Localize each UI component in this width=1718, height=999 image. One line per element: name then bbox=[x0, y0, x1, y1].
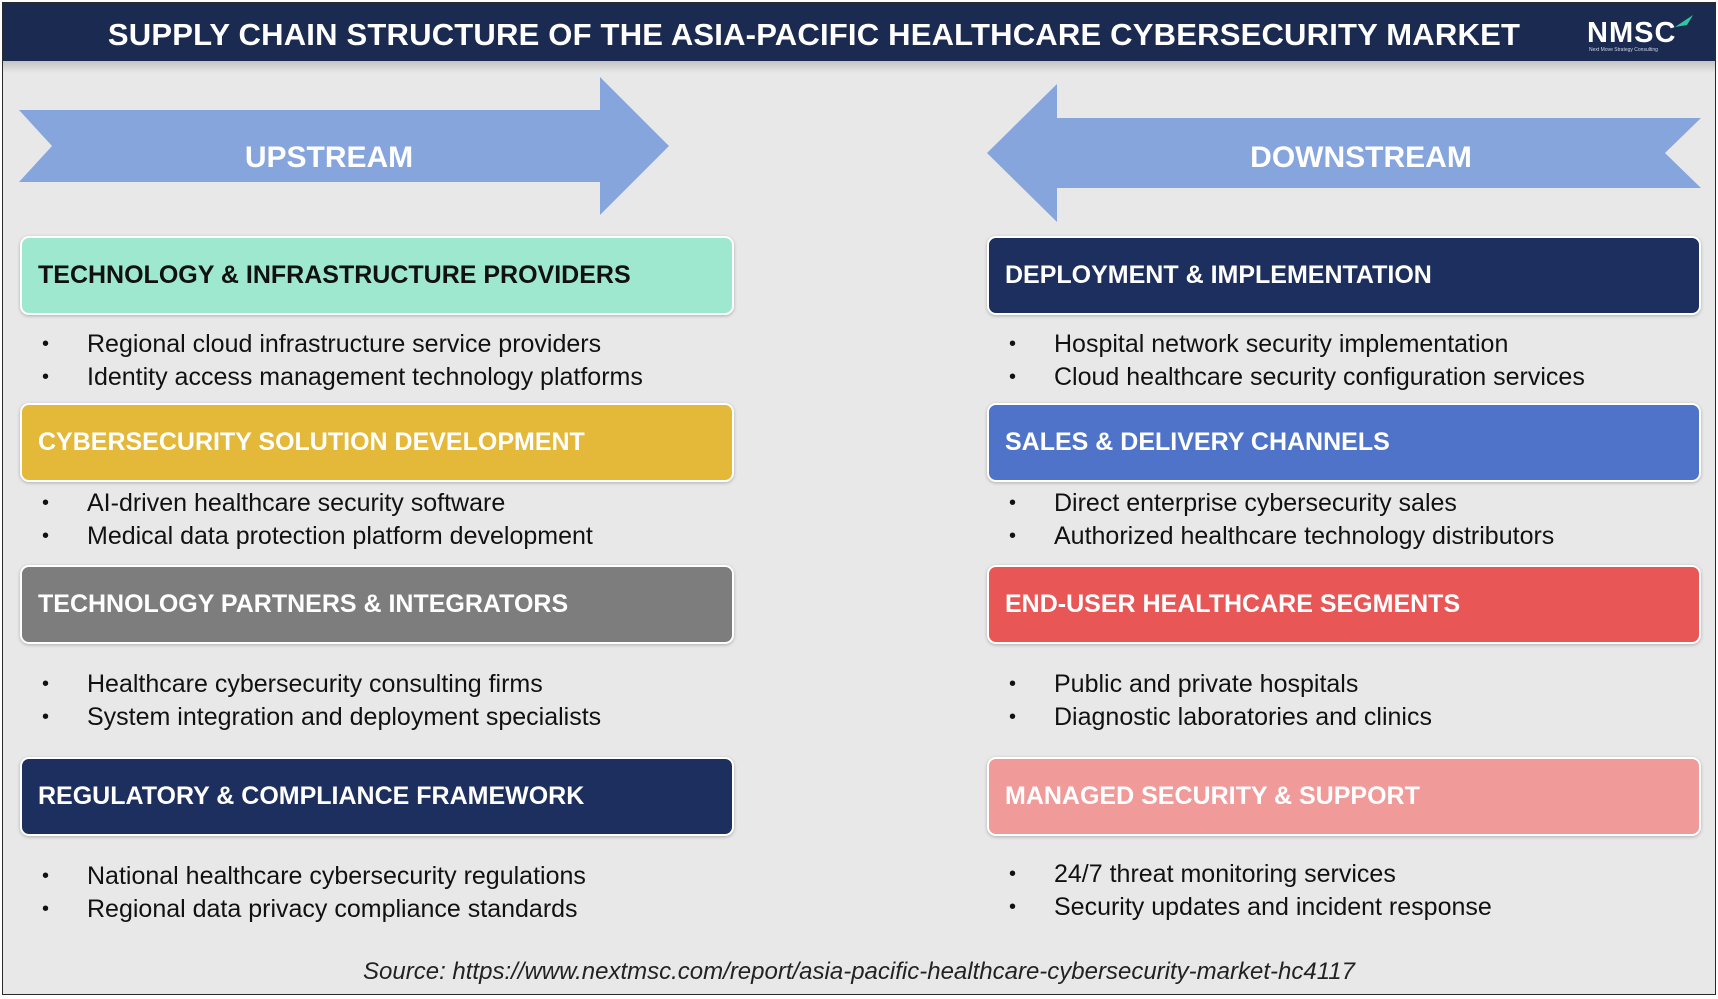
upstream-section-1-header: TECHNOLOGY & INFRASTRUCTURE PROVIDERS bbox=[20, 236, 734, 315]
header-shadow bbox=[3, 61, 1715, 73]
section-title: CYBERSECURITY SOLUTION DEVELOPMENT bbox=[38, 428, 585, 456]
nmsc-logo: NMSC Next Move Strategy Consulting bbox=[1587, 11, 1697, 55]
upstream-section-3-list: Healthcare cybersecurity consulting firm… bbox=[20, 668, 601, 734]
logo-text: NMSC bbox=[1587, 17, 1677, 49]
list-item: Identity access management technology pl… bbox=[20, 361, 643, 394]
downstream-arrow-icon bbox=[987, 84, 1701, 222]
list-item: National healthcare cybersecurity regula… bbox=[20, 860, 586, 893]
list-item: 24/7 threat monitoring services bbox=[987, 858, 1492, 891]
downstream-section-3-list: Public and private hospitals Diagnostic … bbox=[987, 668, 1432, 734]
section-title: DEPLOYMENT & IMPLEMENTATION bbox=[1005, 261, 1432, 289]
list-item: Cloud healthcare security configuration … bbox=[987, 361, 1585, 394]
downstream-section-2-header: SALES & DELIVERY CHANNELS bbox=[987, 403, 1701, 482]
section-title: MANAGED SECURITY & SUPPORT bbox=[1005, 782, 1420, 810]
downstream-label: DOWNSTREAM bbox=[1250, 141, 1472, 174]
section-title: END-USER HEALTHCARE SEGMENTS bbox=[1005, 590, 1461, 618]
page-title: SUPPLY CHAIN STRUCTURE OF THE ASIA-PACIF… bbox=[107, 17, 1521, 52]
list-item: System integration and deployment specia… bbox=[20, 701, 601, 734]
downstream-section-1-header: DEPLOYMENT & IMPLEMENTATION bbox=[987, 236, 1701, 315]
logo-subtext: Next Move Strategy Consulting bbox=[1589, 47, 1658, 53]
upstream-label: UPSTREAM bbox=[244, 141, 414, 174]
section-title: TECHNOLOGY & INFRASTRUCTURE PROVIDERS bbox=[38, 261, 631, 289]
upstream-section-2-header: CYBERSECURITY SOLUTION DEVELOPMENT bbox=[20, 403, 734, 482]
header-bar: SUPPLY CHAIN STRUCTURE OF THE ASIA-PACIF… bbox=[3, 3, 1715, 61]
downstream-section-2-list: Direct enterprise cybersecurity sales Au… bbox=[987, 487, 1554, 553]
list-item: Medical data protection platform develop… bbox=[20, 520, 593, 553]
upstream-arrow-icon bbox=[19, 77, 669, 215]
list-item: Regional cloud infrastructure service pr… bbox=[20, 328, 643, 361]
list-item: Public and private hospitals bbox=[987, 668, 1432, 701]
list-item: Healthcare cybersecurity consulting firm… bbox=[20, 668, 601, 701]
downstream-section-4-header: MANAGED SECURITY & SUPPORT bbox=[987, 757, 1701, 836]
upstream-section-2-list: AI-driven healthcare security software M… bbox=[20, 487, 593, 553]
upstream-section-4-header: REGULATORY & COMPLIANCE FRAMEWORK bbox=[20, 757, 734, 836]
list-item: Security updates and incident response bbox=[987, 891, 1492, 924]
list-item: AI-driven healthcare security software bbox=[20, 487, 593, 520]
section-title: TECHNOLOGY PARTNERS & INTEGRATORS bbox=[38, 590, 569, 618]
upstream-section-1-list: Regional cloud infrastructure service pr… bbox=[20, 328, 643, 394]
section-title: REGULATORY & COMPLIANCE FRAMEWORK bbox=[38, 782, 585, 810]
source-citation: Source: https://www.nextmsc.com/report/a… bbox=[363, 958, 1355, 985]
logo-swoosh-icon bbox=[1675, 15, 1693, 27]
downstream-section-3-header: END-USER HEALTHCARE SEGMENTS bbox=[987, 565, 1701, 644]
list-item: Regional data privacy compliance standar… bbox=[20, 893, 586, 926]
upstream-section-4-list: National healthcare cybersecurity regula… bbox=[20, 860, 586, 926]
downstream-section-4-list: 24/7 threat monitoring services Security… bbox=[987, 858, 1492, 924]
upstream-section-3-header: TECHNOLOGY PARTNERS & INTEGRATORS bbox=[20, 565, 734, 644]
section-title: SALES & DELIVERY CHANNELS bbox=[1005, 428, 1390, 456]
list-item: Direct enterprise cybersecurity sales bbox=[987, 487, 1554, 520]
list-item: Diagnostic laboratories and clinics bbox=[987, 701, 1432, 734]
downstream-section-1-list: Hospital network security implementation… bbox=[987, 328, 1585, 394]
list-item: Authorized healthcare technology distrib… bbox=[987, 520, 1554, 553]
list-item: Hospital network security implementation bbox=[987, 328, 1585, 361]
